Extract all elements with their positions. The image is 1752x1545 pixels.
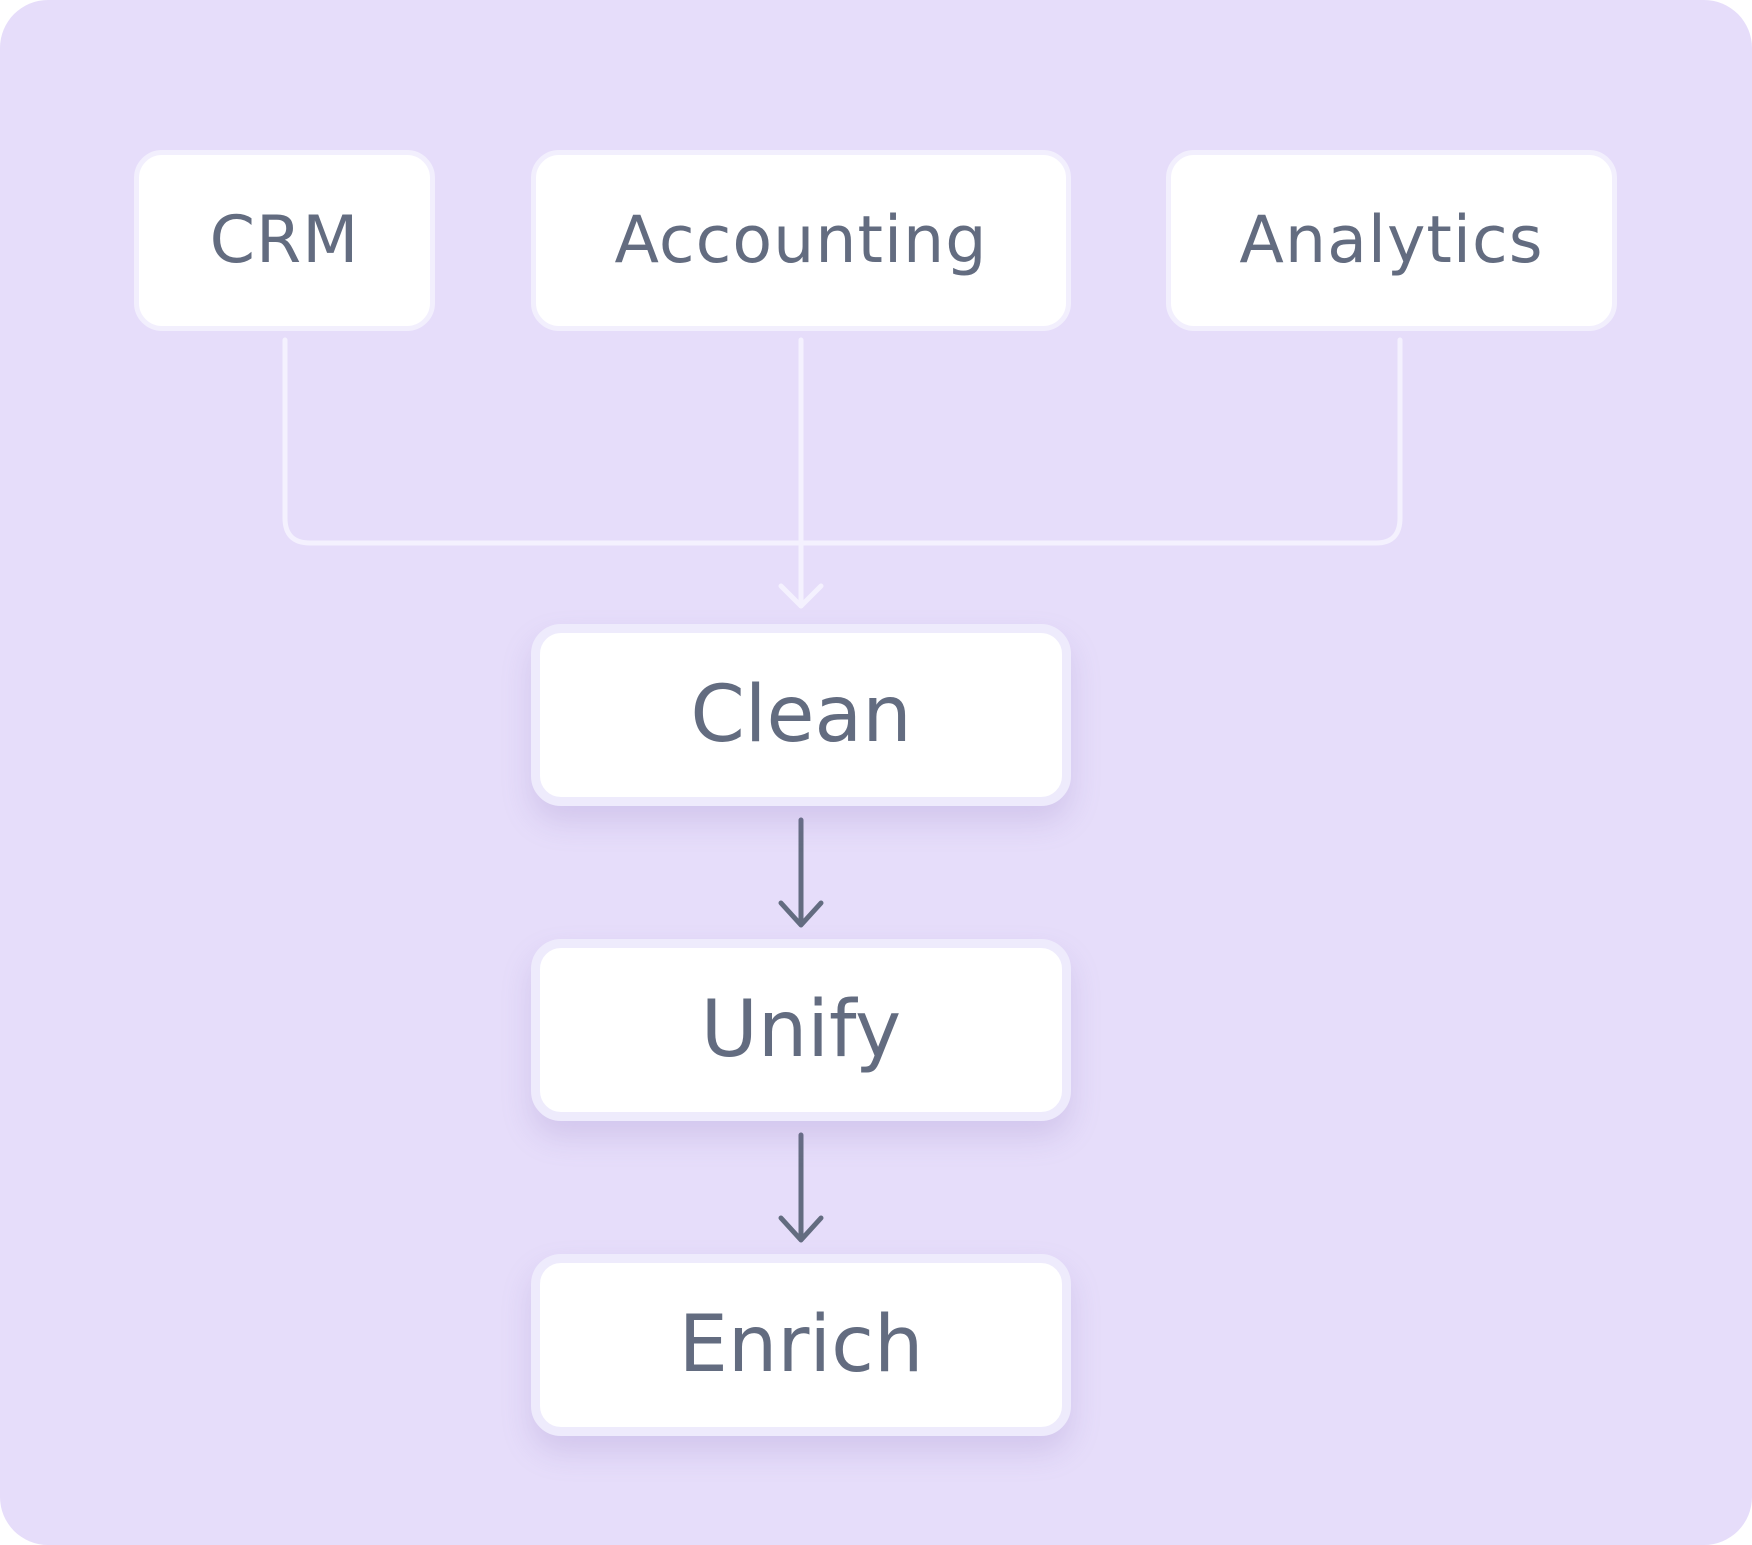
step-enrich: Enrich [531, 1254, 1071, 1436]
source-crm: CRM [134, 150, 435, 331]
source-crm-label: CRM [209, 203, 360, 278]
step-unify-label: Unify [700, 985, 902, 1075]
step-unify: Unify [531, 939, 1071, 1121]
step-enrich-label: Enrich [678, 1300, 924, 1390]
step-clean-label: Clean [690, 670, 912, 760]
clean-to-unify-arrow [778, 817, 824, 928]
crm-connector [282, 337, 1403, 546]
source-analytics: Analytics [1166, 150, 1617, 331]
source-analytics-label: Analytics [1239, 203, 1544, 278]
source-accounting: Accounting [531, 150, 1071, 331]
unify-to-enrich-arrow [778, 1132, 824, 1243]
source-accounting-label: Accounting [614, 203, 988, 278]
merge-arrowhead [778, 583, 824, 609]
step-clean: Clean [531, 624, 1071, 806]
